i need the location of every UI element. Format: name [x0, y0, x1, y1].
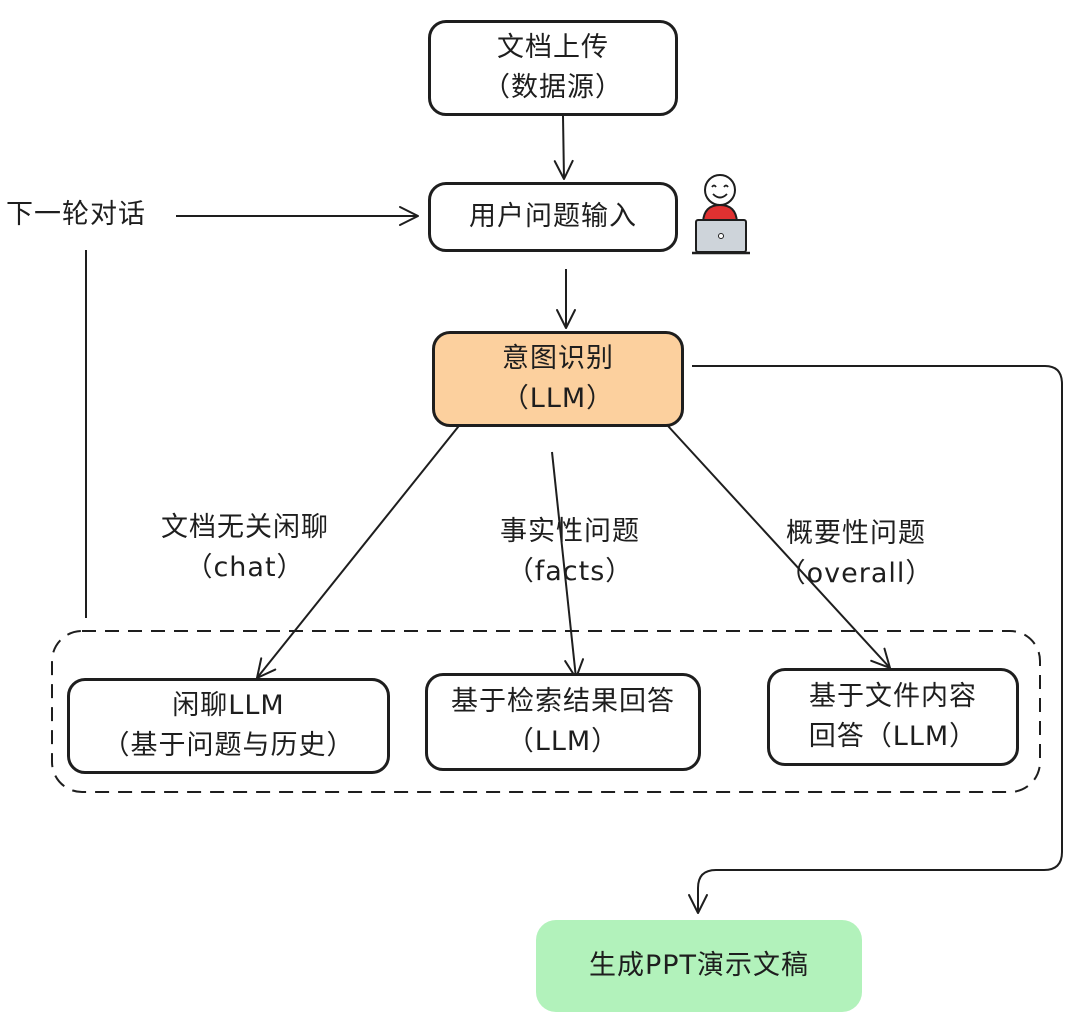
- ppt-node-title: 生成PPT演示文稿: [588, 950, 810, 981]
- question-node: 用户问题输入: [428, 182, 678, 252]
- upload-node: 文档上传 （数据源）: [428, 20, 678, 116]
- file-content-answer-node: 基于文件内容 回答（LLM）: [767, 668, 1019, 766]
- next-round-label-text: 下一轮对话: [6, 199, 146, 230]
- upload-node-subtitle: （数据源）: [483, 72, 623, 103]
- next-round-label: 下一轮对话: [6, 195, 146, 235]
- arrow-intent-to-file-content: [667, 425, 891, 669]
- intent-node-subtitle: （LLM）: [501, 383, 615, 414]
- overall-branch-label-subtitle: （overall）: [778, 558, 934, 589]
- user-at-laptop-icon: [692, 174, 750, 255]
- answer-group-container: [51, 630, 1041, 793]
- facts-branch-label-subtitle: （facts）: [506, 556, 634, 587]
- file-content-answer-node-title: 基于文件内容: [809, 681, 977, 712]
- retrieval-answer-node: 基于检索结果回答 （LLM）: [425, 673, 701, 771]
- arrow-intent-to-retrieval: [551, 451, 585, 679]
- chat-llm-node: 闲聊LLM （基于问题与历史）: [67, 678, 390, 774]
- chat-branch-label-title: 文档无关闲聊: [161, 512, 329, 543]
- overall-branch-label: 概要性问题 （overall）: [766, 514, 946, 594]
- chat-llm-node-title: 闲聊LLM: [172, 690, 285, 721]
- facts-branch-label: 事实性问题 （facts）: [480, 512, 660, 592]
- file-content-answer-node-subtitle: 回答（LLM）: [808, 721, 978, 752]
- chat-llm-node-subtitle: （基于问题与历史）: [102, 730, 355, 761]
- overall-branch-label-title: 概要性问题: [786, 518, 926, 549]
- chat-branch-label-subtitle: （chat）: [185, 552, 305, 583]
- facts-branch-label-title: 事实性问题: [500, 516, 640, 547]
- ppt-node: 生成PPT演示文稿: [536, 920, 862, 1012]
- retrieval-answer-node-title: 基于检索结果回答: [451, 686, 675, 717]
- intent-node: 意图识别 （LLM）: [432, 331, 684, 427]
- arrow-intent-to-chat: [256, 421, 463, 679]
- arrow-intent-to-ppt: [688, 365, 1063, 914]
- question-node-title: 用户问题输入: [469, 201, 637, 232]
- retrieval-answer-node-subtitle: （LLM）: [506, 726, 620, 757]
- chat-branch-label: 文档无关闲聊 （chat）: [140, 508, 350, 588]
- upload-node-title: 文档上传: [497, 32, 609, 63]
- intent-node-title: 意图识别: [502, 343, 614, 374]
- arrow-upload-to-question: [553, 115, 574, 180]
